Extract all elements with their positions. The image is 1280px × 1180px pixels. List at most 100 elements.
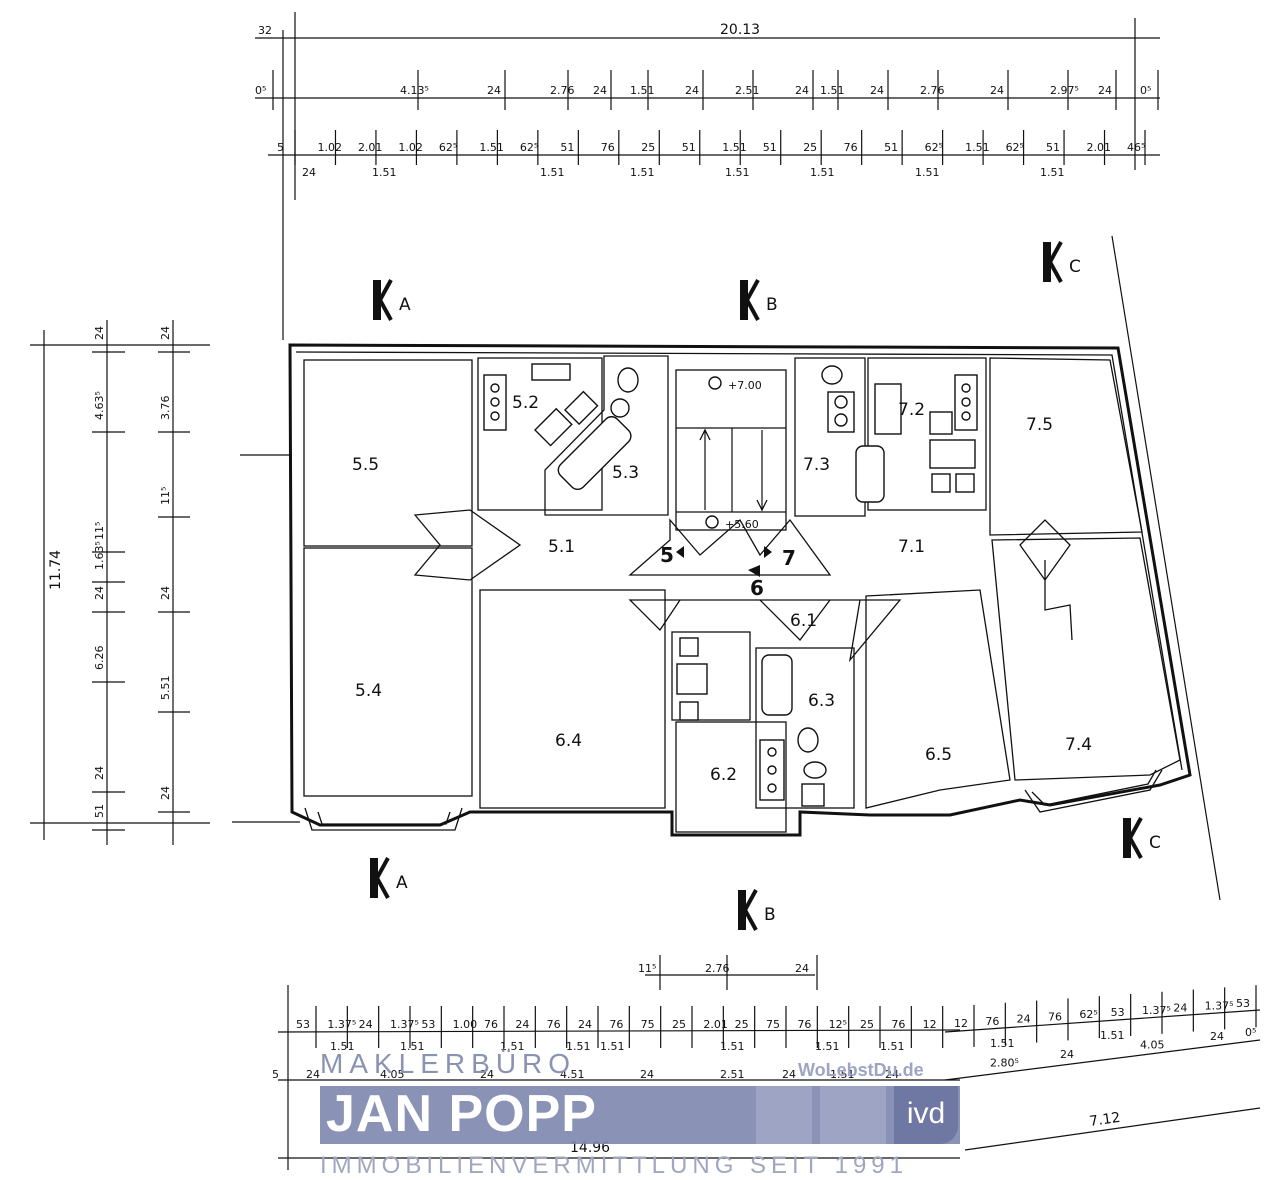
- top-row2-dim: 24: [685, 84, 699, 97]
- top-row3-dim: 1.02: [398, 141, 423, 154]
- overall-width-dim: 20.13: [720, 22, 760, 38]
- top-row3-dim: 51: [682, 141, 696, 154]
- bottom-row1-below-dim: 1.51: [880, 1040, 905, 1053]
- top-row3-dim: 1.51: [965, 141, 990, 154]
- room-7-1: 7.1: [898, 537, 925, 557]
- top-row3-dim: 62⁵: [520, 141, 538, 154]
- top-row3-dim: 51: [560, 141, 574, 154]
- bottom-row2-dim: 24: [306, 1068, 320, 1081]
- top-row2-dim: 4.13⁵: [400, 84, 429, 97]
- section-label-c: C: [1149, 833, 1161, 853]
- bottom-row2-dim: 4.51: [560, 1068, 585, 1081]
- apartment-6-marker: 6: [750, 576, 764, 600]
- section-cut-symbol: [738, 889, 758, 931]
- top-row3-dim: 5: [277, 141, 284, 154]
- section-cut-symbol: [370, 857, 390, 899]
- top-row3-dim: 25: [641, 141, 655, 154]
- left-offset-dim: 32: [258, 24, 272, 37]
- bottom-row1-dim: 24: [515, 1018, 529, 1031]
- bottom-row1-dim: 76: [891, 1018, 905, 1031]
- top-row3-dim: 51: [1046, 141, 1060, 154]
- bottom-row1-dim: 62⁵: [1079, 1008, 1097, 1021]
- bottom-row1-below-dim: 1.51: [500, 1040, 525, 1053]
- bottom-row1-dim: 12: [954, 1017, 968, 1030]
- top-row2-dim: 24: [870, 84, 884, 97]
- bottom-row2-dim: 1.51: [830, 1068, 855, 1081]
- bottom-overall-left-dim: 14.96: [570, 1140, 610, 1156]
- building-walls: [232, 235, 1221, 901]
- top-row2-dim: 24: [795, 84, 809, 97]
- bottom-row1-below-dim: 1.51: [1100, 1029, 1125, 1042]
- bottom-top-dim: 24: [795, 962, 809, 975]
- left-col1-dim: 11⁵: [93, 522, 106, 540]
- section-label-c: C: [1069, 257, 1081, 277]
- bottom-row1-dim: 1.00: [453, 1018, 478, 1031]
- room-5-1: 5.1: [548, 537, 575, 557]
- top-row2-dim: 24: [1098, 84, 1112, 97]
- logo-block: [820, 1086, 886, 1144]
- bottom-row1-dim: 25: [860, 1018, 874, 1031]
- section-label-b: B: [764, 905, 776, 925]
- bottom-row1-below-dim: 1.51: [566, 1040, 591, 1053]
- bottom-row1-dim: 53: [296, 1018, 310, 1031]
- fixtures: [483, 363, 978, 807]
- bottom-row1-dim: 76: [797, 1018, 811, 1031]
- room-6-2: 6.2: [710, 765, 737, 785]
- bottom-row1-dim: 25: [672, 1018, 686, 1031]
- top-row3-below-dim: 1.51: [540, 166, 565, 179]
- bottom-row1-dim: 1.37⁵: [1142, 1004, 1171, 1017]
- bottom-row2-dim: 24: [1210, 1030, 1224, 1043]
- top-row3-dim: 2.01: [358, 141, 383, 154]
- top-row3-dim: 1.02: [317, 141, 342, 154]
- top-row3-below-dim: 1.51: [810, 166, 835, 179]
- top-row2-dim: 2.97⁵: [1050, 84, 1079, 97]
- top-row2-dim: 0⁵: [1140, 84, 1151, 97]
- top-row3-dim: 76: [844, 141, 858, 154]
- room-7-2: 7.2: [898, 400, 925, 420]
- top-row3-dim: 62⁵: [1006, 141, 1024, 154]
- top-row3-dim: 62⁵: [925, 141, 943, 154]
- logo-tagline: IMMOBILIENVERMITTLUNG SEIT 1991: [320, 1152, 908, 1179]
- bottom-row1-below-dim: 1.51: [330, 1040, 355, 1053]
- logo-badge: ivd: [894, 1086, 958, 1144]
- apartment-5-marker: 5: [660, 543, 674, 567]
- bottom-row1-below-dim: 1.51: [600, 1040, 625, 1053]
- top-row3-dim: 2.01: [1087, 141, 1112, 154]
- room-7-4: 7.4: [1065, 735, 1092, 755]
- bottom-row1-dim: 24: [1017, 1013, 1031, 1026]
- level-upper: +7.00: [728, 379, 762, 392]
- top-row3-dim: 25: [803, 141, 817, 154]
- top-row2-dim: 0⁵: [255, 84, 266, 97]
- top-row3-dim: 1.51: [722, 141, 747, 154]
- room-6-4: 6.4: [555, 731, 582, 751]
- top-row3-dim: 62⁵: [439, 141, 457, 154]
- bottom-row1-dim: 76: [547, 1018, 561, 1031]
- bottom-row1-dim: 75: [641, 1018, 655, 1031]
- bottom-row1-dim: 76: [985, 1015, 999, 1028]
- bottom-row2-dim: 4.05: [1140, 1039, 1165, 1052]
- top-row3-dim: 46⁵: [1127, 141, 1145, 154]
- left-col1-dim: 4.63⁵: [93, 391, 106, 420]
- top-row3-below-dim: 1.51: [372, 166, 397, 179]
- logo-website: WoLebstDu.de: [798, 1060, 924, 1080]
- section-label-b: B: [766, 295, 778, 315]
- room-7-3: 7.3: [803, 455, 830, 475]
- top-row3-below-dim: 1.51: [725, 166, 750, 179]
- left-col2-dim: 24: [159, 326, 172, 340]
- top-row3-dim: 1.51: [479, 141, 504, 154]
- circulation-arrows: [413, 509, 1073, 663]
- bottom-row1-dim: 24: [1173, 1002, 1187, 1015]
- bottom-row1-dim: 12: [923, 1018, 937, 1031]
- top-row3-dim: 76: [601, 141, 615, 154]
- overall-depth-dim: 11.74: [48, 550, 64, 590]
- bottom-row2-dim: 24: [480, 1068, 494, 1081]
- bottom-row2-dim: 24: [885, 1068, 899, 1081]
- room-6-5: 6.5: [925, 745, 952, 765]
- top-row3-below-dim: 24: [302, 166, 316, 179]
- top-row2-dim: 1.51: [820, 84, 845, 97]
- bottom-row1-below-dim: 1.51: [990, 1037, 1015, 1050]
- logo-block: [756, 1086, 812, 1144]
- bottom-row1-dim: 1.37⁵: [1205, 999, 1234, 1012]
